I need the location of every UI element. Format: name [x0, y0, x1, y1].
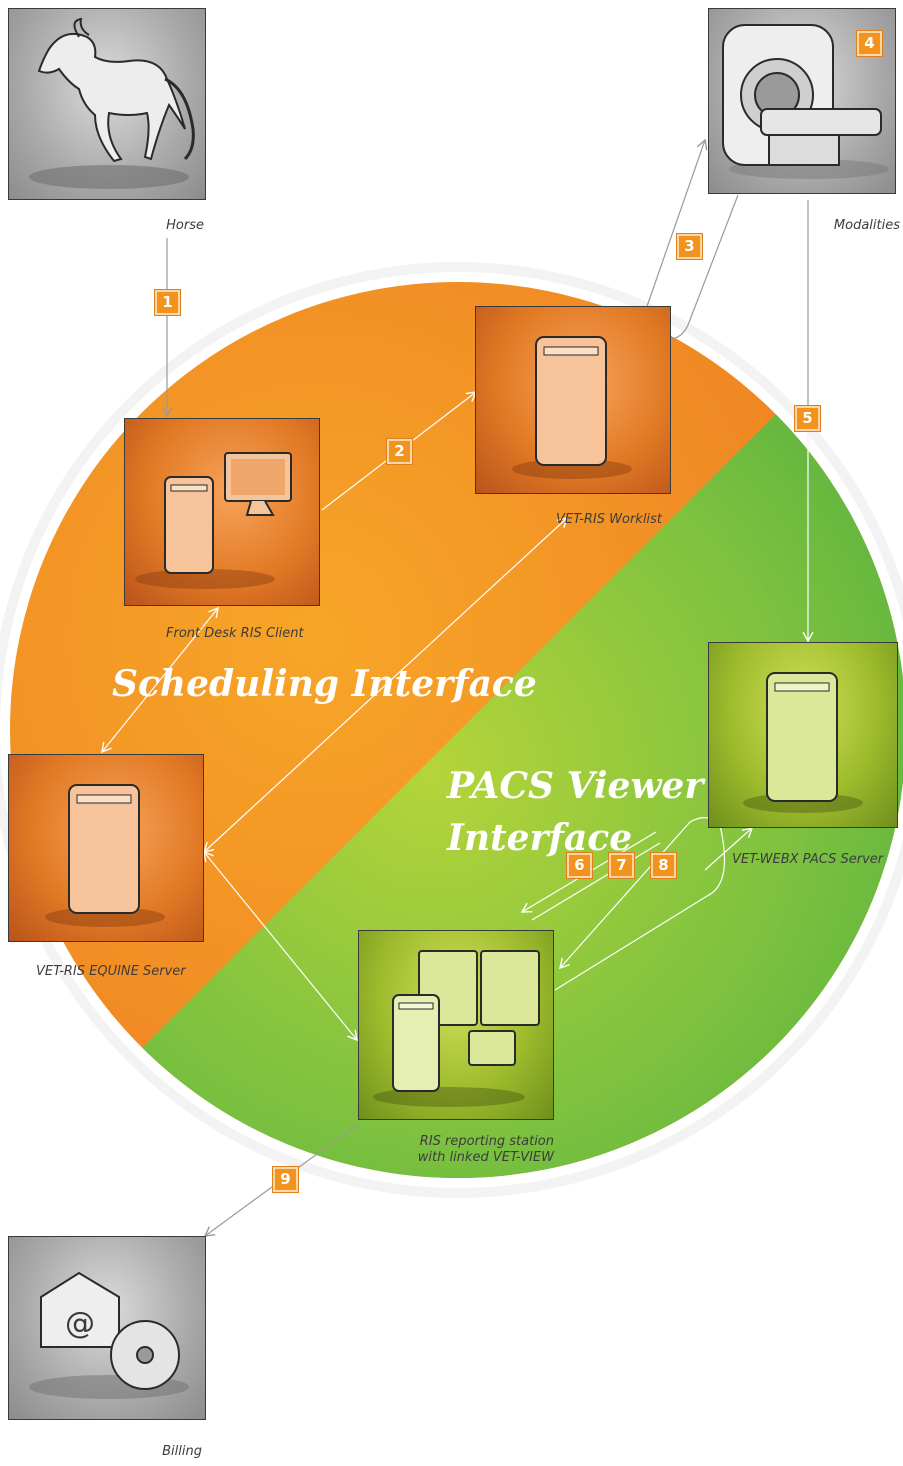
modalities-caption: Modalities	[833, 218, 900, 233]
worklist-caption: VET-RIS Worklist	[556, 512, 662, 527]
scheduling-interface-label: Scheduling Interface	[112, 663, 537, 705]
reporting-workstation-icon	[373, 950, 540, 1107]
pacs-viewer-interface-label-line2: Interface	[447, 817, 633, 859]
equine-server-caption: VET-RIS EQUINE Server	[36, 964, 186, 979]
ct-scanner-icon	[722, 24, 889, 179]
step-badge-6: 6	[566, 852, 593, 879]
horse-caption: Horse	[166, 218, 204, 233]
front-desk-ris-client-node	[124, 418, 320, 606]
arrow-reporting-to-pacs	[704, 827, 754, 871]
billing-caption: Billing	[162, 1444, 202, 1459]
vet-ris-worklist-node	[475, 306, 671, 494]
vet-ris-equine-server-node	[8, 754, 204, 942]
workstation-icon	[135, 452, 292, 589]
arrow-worklist-to-equine	[202, 517, 569, 853]
reporting-caption-line2: with linked VET-VIEW	[417, 1150, 554, 1165]
step-badge-3: 3	[676, 233, 703, 260]
arrow-equine-to-reporting	[203, 850, 358, 1042]
horse-node	[8, 8, 206, 200]
step-badge-9: 9	[272, 1166, 299, 1193]
server-tower-icon	[512, 336, 632, 479]
email-and-disc-icon: @	[29, 1271, 189, 1399]
arrow-front-desk-to-equine	[101, 606, 219, 754]
horse-icon	[29, 17, 195, 189]
step-badge-1: 1	[154, 289, 181, 316]
step-badge-8: 8	[650, 852, 677, 879]
pacs-server-caption: VET-WEBX PACS Server	[732, 852, 884, 867]
arrow-pacs-to-reporting-7	[531, 842, 661, 921]
step-badge-7: 7	[608, 852, 635, 879]
svg-text:@: @	[65, 1306, 95, 1341]
vet-webx-pacs-server-node	[708, 642, 898, 828]
ris-reporting-station-node	[358, 930, 554, 1120]
front-desk-caption: Front Desk RIS Client	[166, 626, 304, 641]
server-tower-icon	[743, 672, 863, 813]
server-tower-icon	[45, 784, 165, 927]
billing-node: @	[8, 1236, 206, 1420]
step-badge-5: 5	[794, 405, 821, 432]
step-badge-2: 2	[386, 438, 413, 465]
pacs-viewer-interface-label-line1: PACS Viewer	[447, 765, 704, 807]
step-badge-4: 4	[856, 30, 883, 57]
reporting-caption-line1: RIS reporting station	[419, 1134, 554, 1149]
